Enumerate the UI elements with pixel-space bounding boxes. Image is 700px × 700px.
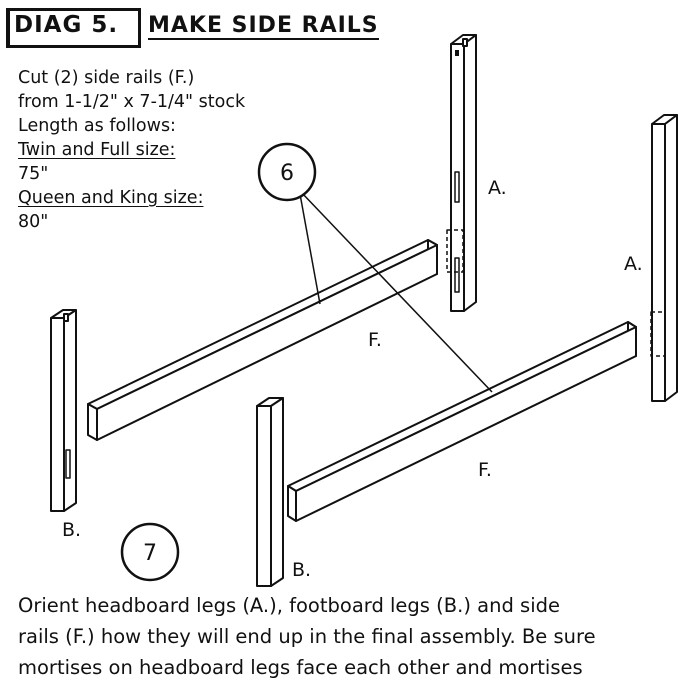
cutting-instructions: Cut (2) side rails (F.) from 1-1/2" x 7-… [18, 66, 245, 234]
callout-number-6: 6 [280, 161, 294, 186]
side-rail-upper [87, 239, 438, 441]
headboard-leg-right [650, 114, 678, 402]
assembly-note-line-2: rails (F.) how they will end up in the f… [18, 625, 596, 648]
label-side-rail-lower: F. [478, 459, 492, 481]
footboard-leg-left [50, 309, 77, 512]
label-footboard-leg-left: B. [62, 519, 81, 541]
diagram-number: DIAG 5. [14, 12, 119, 38]
twin-full-heading: Twin and Full size: [18, 140, 176, 160]
label-headboard-leg-left: A. [488, 177, 507, 199]
callout-number-7: 7 [143, 541, 157, 566]
instruction-line-3: Length as follows: [18, 116, 176, 136]
footboard-leg-center [256, 397, 284, 587]
leader-line-lower-rail [300, 191, 493, 393]
callout-circle-6 [257, 142, 317, 202]
leader-line-upper-rail [299, 193, 321, 305]
instruction-line-1: Cut (2) side rails (F.) [18, 68, 195, 88]
instruction-line-2: from 1-1/2" x 7-1/4" stock [18, 92, 246, 112]
label-headboard-leg-right: A. [624, 253, 643, 275]
label-footboard-leg-center: B. [292, 559, 311, 581]
callout-circle-7 [120, 522, 180, 582]
label-side-rail-upper: F. [368, 329, 382, 351]
diagram-label-box [6, 8, 141, 48]
diagram-title: MAKE SIDE RAILS [148, 13, 379, 40]
twin-full-length: 75" [18, 164, 49, 184]
queen-king-length: 80" [18, 212, 49, 232]
queen-king-heading: Queen and King size: [18, 188, 204, 208]
headboard-leg-left [446, 34, 477, 312]
side-rail-lower [287, 321, 637, 522]
assembly-note-line-3: mortises on headboard legs face each oth… [18, 656, 583, 679]
assembly-note: Orient headboard legs (A.), footboard le… [18, 590, 700, 683]
assembly-note-line-1: Orient headboard legs (A.), footboard le… [18, 594, 560, 617]
